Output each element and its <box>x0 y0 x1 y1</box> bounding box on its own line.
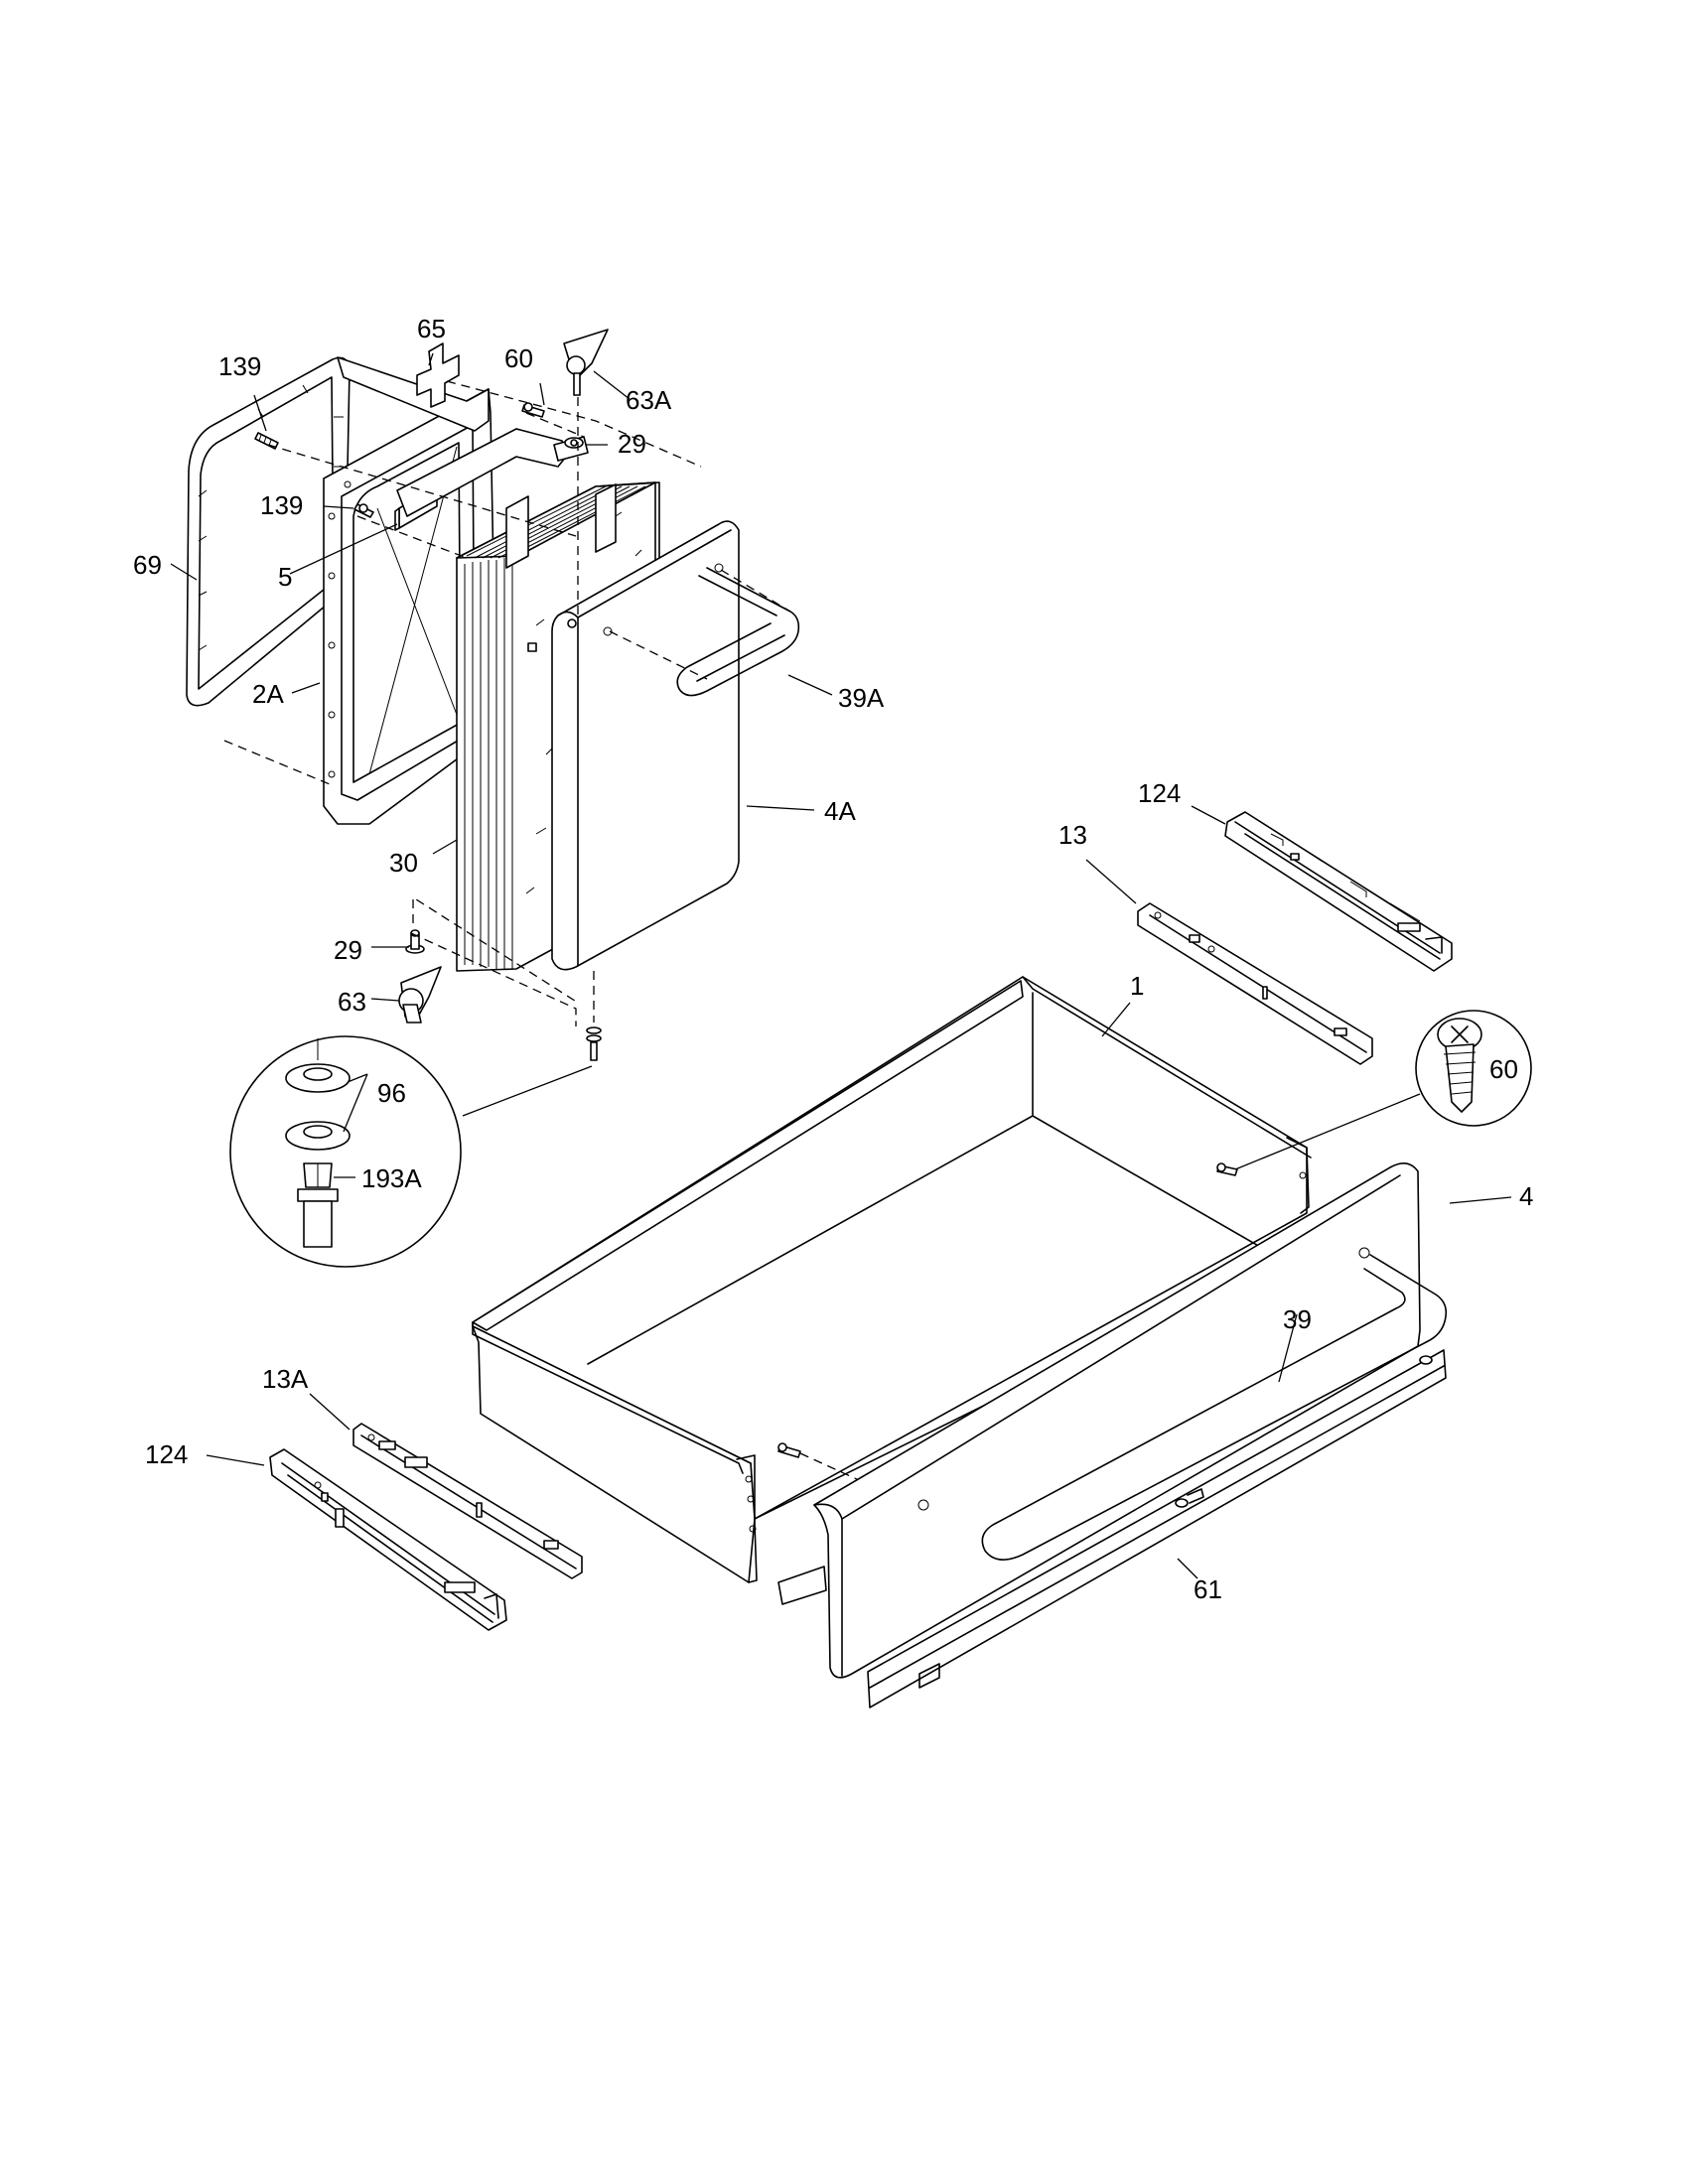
callout-1: 1 <box>1130 971 1144 1001</box>
detail-circle-screw-60 <box>1234 1010 1532 1170</box>
frame-2A <box>323 356 497 825</box>
hinge-cam-63A <box>563 329 609 396</box>
callout-29-lower: 29 <box>334 935 362 965</box>
callout-60-upper: 60 <box>504 343 533 373</box>
bracket-65 <box>416 342 460 408</box>
screw-60-detail <box>1437 1018 1482 1113</box>
leader-lines <box>170 352 1512 1579</box>
callout-124-lower: 124 <box>145 1439 188 1469</box>
drawer-handle-39 <box>981 1254 1448 1561</box>
screw-60-drawer-rear <box>1216 1162 1238 1176</box>
drawer-rail-61 <box>867 1349 1447 1708</box>
screw-60-upper <box>521 402 545 418</box>
callout-2A: 2A <box>252 679 284 709</box>
callout-61: 61 <box>1194 1574 1222 1604</box>
pivot-pin-29 <box>405 929 425 954</box>
bottom-pin-stack <box>586 1026 602 1061</box>
callout-96: 96 <box>377 1078 406 1108</box>
slide-rail-124-lower <box>269 1448 507 1631</box>
detail-circle <box>229 1035 593 1268</box>
callout-13A: 13A <box>262 1364 309 1394</box>
hinge-cam-63 <box>398 966 442 1024</box>
washer-96-a <box>285 1063 351 1093</box>
callout-4: 4 <box>1519 1181 1533 1211</box>
callout-65: 65 <box>417 314 446 343</box>
slide-rail-124-upper <box>1224 811 1453 972</box>
callout-4A: 4A <box>824 796 856 826</box>
slide-rail-13 <box>1137 902 1373 1065</box>
callout-29-upper: 29 <box>618 429 646 459</box>
callout-39A: 39A <box>838 683 885 713</box>
callout-193A: 193A <box>361 1163 422 1193</box>
screw-139-lower <box>353 503 374 518</box>
washer-96-b <box>285 1121 351 1151</box>
callout-5: 5 <box>278 562 292 592</box>
callout-39: 39 <box>1283 1304 1312 1334</box>
drawer-body-1 <box>472 976 1312 1605</box>
callout-63: 63 <box>338 987 366 1017</box>
screw-60-drawer-front <box>777 1442 801 1458</box>
callout-63A: 63A <box>626 385 672 415</box>
callout-30: 30 <box>389 848 418 878</box>
callout-139-lower: 139 <box>260 490 303 520</box>
callout-60-detail: 60 <box>1489 1054 1518 1084</box>
callout-124-upper: 124 <box>1138 778 1181 808</box>
callout-69: 69 <box>133 550 162 580</box>
clip-193A <box>297 1162 339 1248</box>
slide-rail-13A <box>352 1423 583 1579</box>
top-support-bracket <box>396 428 567 517</box>
drawer-front-4 <box>813 1162 1421 1679</box>
assembly-lines-upper <box>223 380 791 1026</box>
callout-139-upper: 139 <box>218 351 261 381</box>
screw-139-upper <box>254 432 279 450</box>
door-panel-4A <box>551 520 740 971</box>
door-handle-39A <box>676 567 800 697</box>
callout-labels: 139 65 60 63A 29 139 69 5 2A 39A 4A 30 1… <box>133 314 1533 1604</box>
callout-13: 13 <box>1058 820 1087 850</box>
